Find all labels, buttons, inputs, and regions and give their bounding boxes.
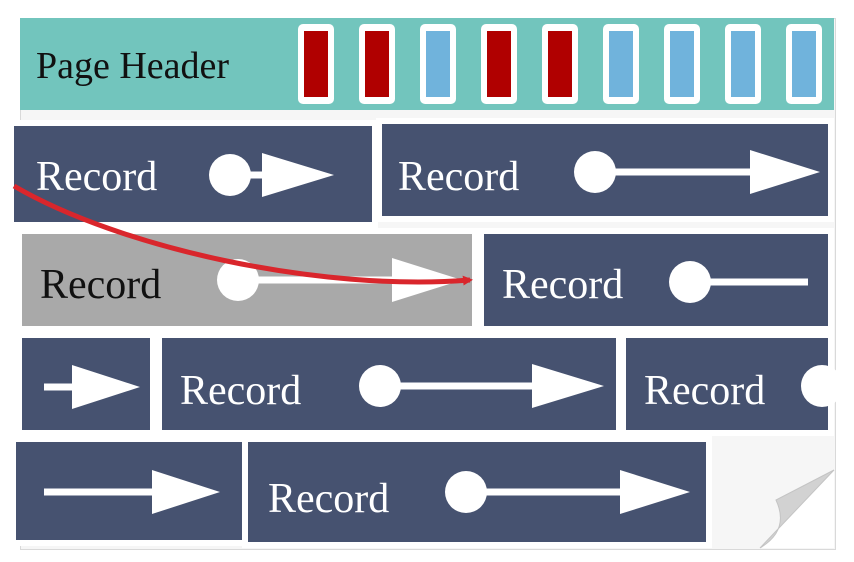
slot-2-fill bbox=[365, 31, 389, 97]
slot-8-fill bbox=[731, 31, 755, 97]
slot-4 bbox=[481, 24, 517, 104]
record-row3-c: Record bbox=[620, 332, 834, 436]
record-label: Record bbox=[268, 476, 390, 522]
record-label: Record bbox=[40, 262, 162, 308]
record-label: Record bbox=[398, 154, 520, 200]
slot-1 bbox=[298, 24, 334, 104]
slot-3 bbox=[420, 24, 456, 104]
record-row1-a: Record bbox=[8, 120, 378, 228]
slot-6-fill bbox=[609, 31, 633, 97]
slot-9 bbox=[786, 24, 822, 104]
slot-1-fill bbox=[304, 31, 328, 97]
slot-2 bbox=[359, 24, 395, 104]
record-row2-b: Record bbox=[478, 228, 834, 332]
slot-4-fill bbox=[487, 31, 511, 97]
slot-3-fill bbox=[426, 31, 450, 97]
record-row4-b: Record bbox=[242, 436, 712, 548]
page-header-title: Page Header bbox=[36, 45, 230, 87]
record-row3-b: Record bbox=[156, 332, 622, 436]
record-label: Record bbox=[180, 368, 302, 414]
record-row4-fragment bbox=[10, 436, 250, 546]
slot-7 bbox=[664, 24, 700, 104]
slot-8 bbox=[725, 24, 761, 104]
record-row3-fragment bbox=[16, 332, 156, 436]
record-label: Record bbox=[644, 368, 766, 414]
slot-5-fill bbox=[548, 31, 572, 97]
record-label: Record bbox=[36, 154, 158, 200]
slot-9-fill bbox=[792, 31, 816, 97]
slot-5 bbox=[542, 24, 578, 104]
record-row1-b: Record bbox=[376, 118, 834, 222]
record-row2-moved: Record bbox=[16, 228, 478, 332]
record-label: Record bbox=[502, 262, 624, 308]
slot-6 bbox=[603, 24, 639, 104]
slot-7-fill bbox=[670, 31, 694, 97]
